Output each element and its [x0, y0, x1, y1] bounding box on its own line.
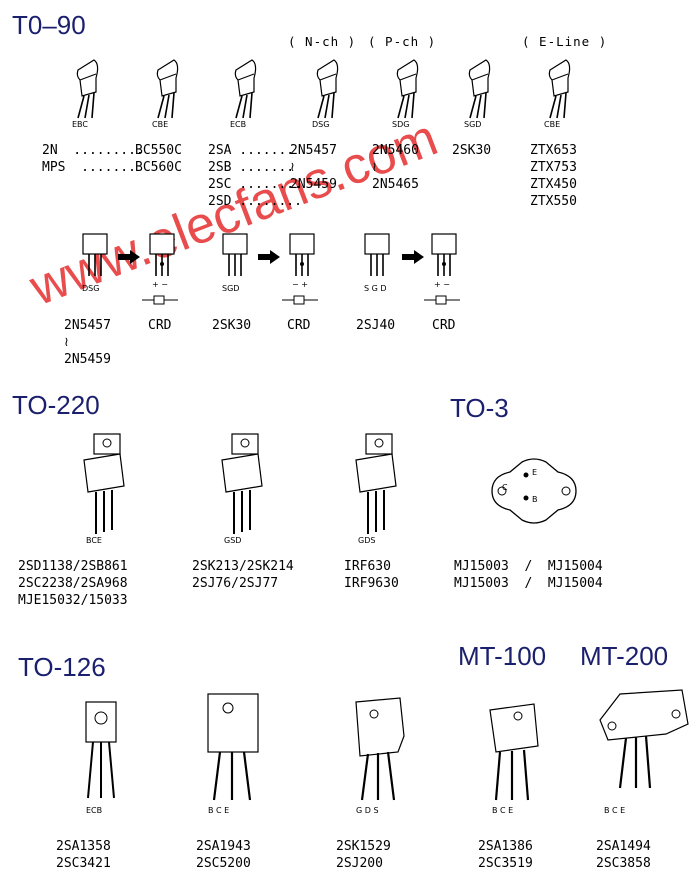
to92-group-7-line-3: ZTX450 — [530, 177, 577, 192]
to92-group-4-line-2: ≀ — [290, 160, 295, 175]
to92-pins-3: ECB — [230, 120, 247, 129]
to92-package-3 — [234, 59, 257, 119]
to92-package-7 — [548, 59, 571, 119]
crd-label-4: CRD — [287, 318, 311, 333]
crd-arrow-1 — [118, 250, 140, 264]
to220-package-2 — [221, 433, 263, 534]
to3-part-list: MJ15003 / MJ15004 MJ15003 / MJ15004 — [454, 559, 603, 591]
to220-pins-3: GDS — [358, 536, 376, 545]
heading-to126: TO-126 — [18, 652, 106, 682]
caption-eline: ( E-Line ) — [522, 34, 608, 49]
to92-pins-5: SDG — [392, 120, 410, 129]
crd-source-3-pins: S G D — [364, 284, 387, 293]
heading-mt100: MT-100 — [458, 641, 547, 671]
bottom-pins-5: B C E — [604, 806, 626, 815]
crd-result-2-signs: − + — [292, 280, 308, 289]
crd-arrow-3 — [402, 250, 424, 264]
to92-group-5-line-1: 2N5460 — [372, 143, 419, 158]
crd-source-2-pins: SGD — [222, 284, 240, 293]
bottom-part-list-4: 2SA1386 2SC3519 — [478, 839, 533, 871]
to92-group-4-line-1: 2N5457 — [290, 143, 337, 158]
to92-group-3-line-1: 2SA ....... — [208, 143, 295, 158]
to220-pins-1: BCE — [86, 536, 102, 545]
crd-label-6: CRD — [432, 318, 456, 333]
to92-group-1-line-2: MPS ....... — [42, 160, 136, 175]
crd-source-1-pins: DSG — [82, 284, 100, 293]
to92-group-7-line-1: ZTX653 — [530, 143, 577, 158]
bottom-pins-2: B C E — [208, 806, 230, 815]
to3-pin-e: E — [532, 468, 538, 477]
bottom-part-list-1: 2SA1358 2SC3421 — [56, 839, 111, 871]
to92-group-2-line-1: BC550C — [135, 143, 182, 158]
crd-label-3: 2SK30 — [212, 318, 252, 333]
bottom-package-5 — [599, 689, 689, 789]
bottom-package-2 — [207, 693, 259, 801]
bottom-package-3 — [355, 697, 405, 801]
to3-pin-b: B — [532, 495, 538, 504]
bottom-package-1 — [85, 701, 117, 799]
to92-package-6 — [468, 59, 491, 119]
caption-nch: ( N-ch ) — [288, 34, 357, 49]
bottom-package-4 — [489, 703, 539, 801]
heading-to3: TO-3 — [450, 393, 509, 423]
bottom-part-list-3: 2SK1529 2SJ200 — [336, 839, 391, 871]
to92-group-3-line-4: 2SD ........ — [208, 194, 302, 209]
to92-pins-1: EBC — [72, 120, 88, 129]
crd-label-2: CRD — [148, 318, 172, 333]
to92-group-3-line-3: 2SC ........ — [208, 177, 302, 192]
crd-label-1: 2N5457 ≀ 2N5459 — [64, 318, 111, 367]
to92-group-4-line-3: 2N5459 — [290, 177, 337, 192]
to92-group-6-line-1: 2SK30 — [452, 143, 492, 158]
to92-pins-2: CBE — [152, 120, 169, 129]
to220-package-1 — [83, 433, 125, 534]
crd-source-1 — [82, 233, 108, 276]
crd-result-1-signs: + − — [152, 280, 168, 289]
crd-result-1 — [142, 233, 178, 305]
to92-group-7-line-4: ZTX550 — [530, 194, 577, 209]
to220-package-3 — [355, 433, 397, 534]
bottom-part-list-5: 2SA1494 2SC3858 — [596, 839, 651, 871]
to92-pins-6: SGD — [464, 120, 482, 129]
bottom-pins-4: B C E — [492, 806, 514, 815]
crd-result-3-signs: + − — [434, 280, 450, 289]
to92-group-7-line-2: ZTX753 — [530, 160, 577, 175]
to92-group-1-line-1: 2N ......... — [42, 143, 144, 158]
to220-part-list-2: 2SK213/2SK214 2SJ76/2SJ77 — [192, 559, 294, 591]
bottom-pins-1: ECB — [86, 806, 103, 815]
bottom-part-list-2: 2SA1943 2SC5200 — [196, 839, 251, 871]
crd-result-2 — [282, 233, 318, 305]
crd-source-3 — [364, 233, 390, 276]
to220-part-list-1: 2SD1138/2SB861 2SC2238/2SA968 MJE15032/1… — [18, 559, 128, 608]
to92-group-5-line-3: 2N5465 — [372, 177, 419, 192]
crd-label-5: 2SJ40 — [356, 318, 396, 333]
to3-package — [491, 458, 577, 524]
bottom-pins-3: G D S — [356, 806, 379, 815]
caption-pch: ( P-ch ) — [368, 34, 437, 49]
crd-arrow-2 — [258, 250, 280, 264]
heading-to220: TO-220 — [12, 390, 100, 420]
to92-package-4 — [316, 59, 339, 119]
to92-group-2-line-2: BC560C — [135, 160, 182, 175]
heading-mt200: MT-200 — [580, 641, 669, 671]
to92-package-1 — [76, 59, 99, 119]
to92-package-2 — [156, 59, 179, 119]
to92-group-3-line-2: 2SB ....... — [208, 160, 295, 175]
crd-result-3 — [424, 233, 460, 305]
to92-group-5-line-2: ≀ — [372, 160, 377, 175]
to92-pins-7: CBE — [544, 120, 561, 129]
to92-pins-4: DSG — [312, 120, 330, 129]
to3-pin-c: C — [502, 483, 508, 492]
to92-package-5 — [396, 59, 419, 119]
to220-pins-2: GSD — [224, 536, 242, 545]
crd-source-2 — [222, 233, 248, 276]
heading-to90: T0–90 — [12, 10, 86, 40]
to220-part-list-3: IRF630 IRF9630 — [344, 559, 399, 591]
